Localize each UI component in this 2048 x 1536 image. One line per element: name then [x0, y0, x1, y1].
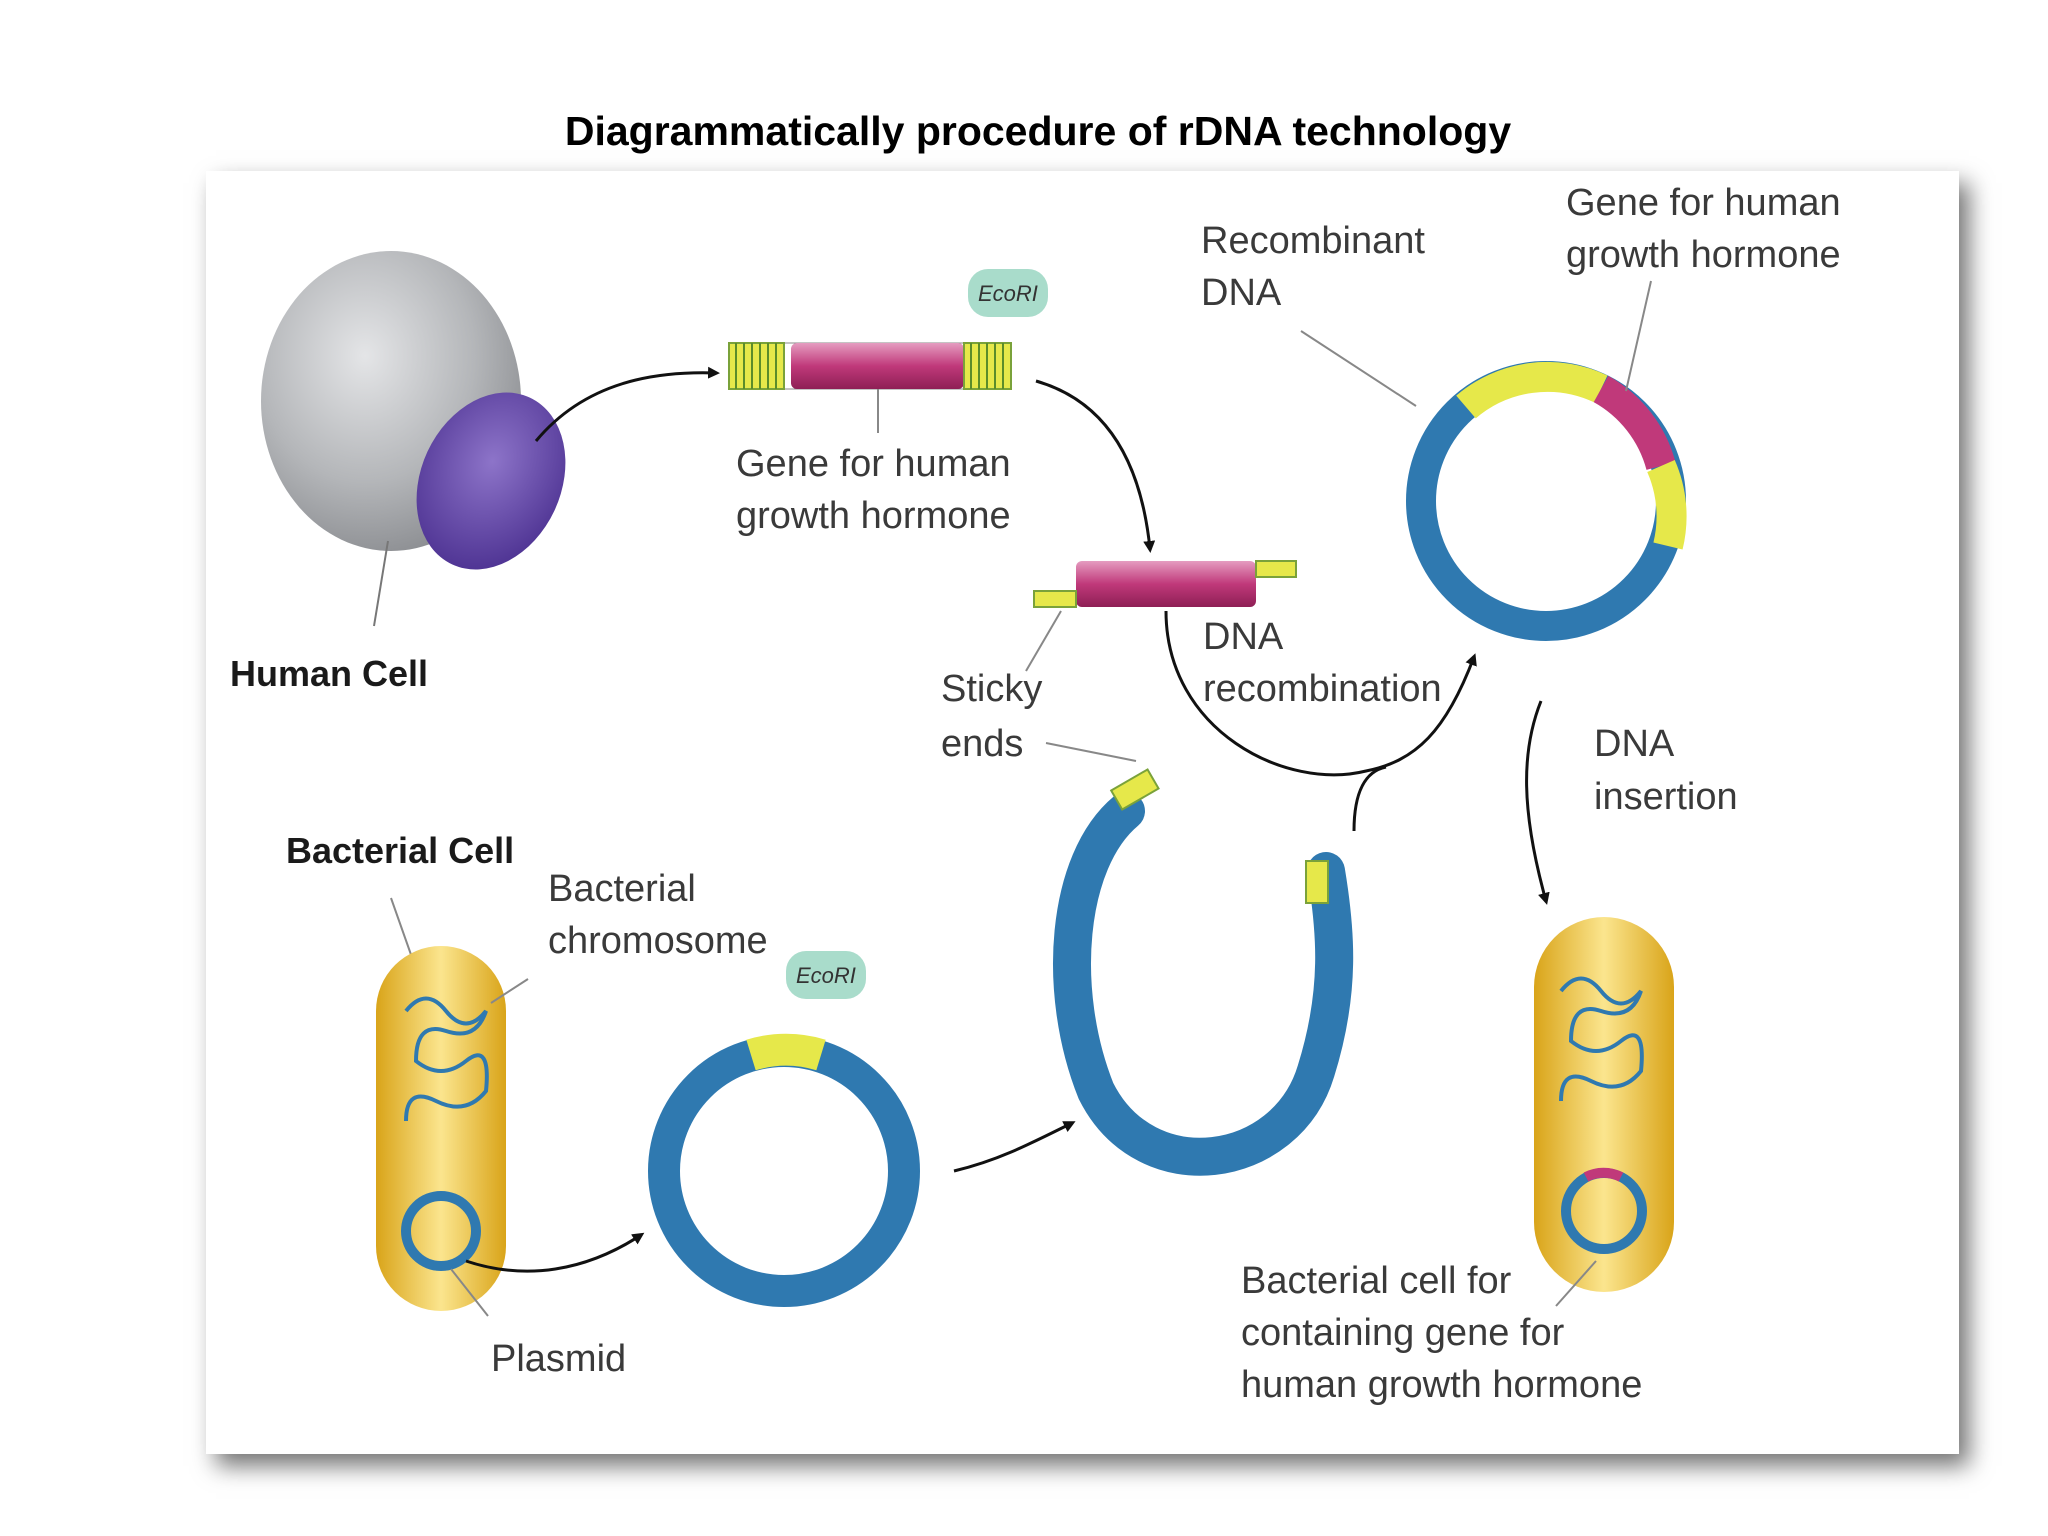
- human-cell-label: Human Cell: [230, 653, 428, 694]
- sticky-label-1: Sticky: [941, 668, 1042, 710]
- sticky-label-2: ends: [941, 723, 1023, 765]
- recombinant-gene-insert: [1593, 375, 1676, 471]
- transformed-chromosome: [1559, 976, 1644, 1102]
- dna-recombination-label-2: recombination: [1203, 668, 1442, 710]
- gene-right-pointer: [1625, 280, 1652, 392]
- opened-plasmid-sticky-2: [1305, 860, 1329, 904]
- bacterial-cell: [376, 946, 506, 1311]
- result-pointer: [1555, 1260, 1597, 1307]
- rdna-diagram-figure: Human Cell Gene for human growth hormone…: [206, 171, 1959, 1454]
- bacterial-chromosome-label-1: Bacterial: [548, 868, 696, 910]
- isolated-plasmid: [648, 1033, 920, 1307]
- ecori-badge-top-label: EcoRI: [978, 281, 1038, 306]
- bacterial-cell-label: Bacterial Cell: [286, 830, 514, 871]
- bacterial-cell-body: [376, 946, 506, 1311]
- ecori-badge-bottom-bg: [786, 951, 866, 999]
- bacterial-chromosome: [404, 996, 489, 1122]
- ecori-badge-top-bg: [968, 269, 1048, 317]
- gene-cut-segment: [1076, 561, 1256, 607]
- isolated-plasmid-ring: [648, 1035, 920, 1307]
- base-pairs: [735, 343, 1004, 389]
- human-cell: [261, 251, 566, 570]
- recombinant-label-1: Recombinant: [1201, 220, 1425, 262]
- bacterial-chromosome-pointer: [490, 978, 529, 1004]
- result-label-2: containing gene for: [1241, 1312, 1565, 1354]
- ecori-badge-bottom-label: EcoRI: [796, 963, 856, 988]
- isolated-plasmid-site: [746, 1033, 826, 1071]
- bacterial-plasmid: [401, 1191, 481, 1271]
- plasmid-label: Plasmid: [491, 1338, 626, 1380]
- result-label-3: human growth hormone: [1241, 1364, 1642, 1406]
- dna-insertion-label-1: DNA: [1594, 723, 1675, 765]
- gene-segment: [791, 343, 964, 389]
- arrow-insertion: [1525, 700, 1550, 905]
- opened-plasmid-arc: [1053, 792, 1354, 1176]
- slide-title: Diagrammatically procedure of rDNA techn…: [564, 108, 1512, 154]
- opened-plasmid: [1053, 768, 1354, 1176]
- gene-cut-sticky-right: [1255, 560, 1297, 578]
- ecori-badge-bottom: EcoRI: [786, 951, 866, 999]
- plasmid-pointer: [450, 1268, 489, 1317]
- arrow-isolate-plasmid: [465, 1232, 645, 1273]
- bacterial-chromosome-label-2: chromosome: [548, 920, 768, 962]
- dna-recombination-label-1: DNA: [1203, 616, 1284, 658]
- dna-insertion-label-2: insertion: [1594, 776, 1738, 818]
- arrow-cut-gene: [1035, 379, 1156, 553]
- human-cell-pointer: [373, 540, 389, 627]
- rdna-diagram-svg: Human Cell Gene for human growth hormone…: [230, 182, 1841, 1406]
- arrow-plasmid-join: [1352, 765, 1387, 832]
- transformed-plasmid-insert: [1583, 1167, 1624, 1182]
- human-cell-nucleus: [416, 392, 566, 570]
- arrow-extract-gene: [534, 366, 720, 442]
- gene-top-label-2: growth hormone: [736, 495, 1011, 537]
- recombinant-sticky-2: [1647, 459, 1687, 550]
- sticky-pointer-top: [1025, 610, 1062, 672]
- sticky-end-left: [728, 342, 785, 390]
- transformed-bacterium: [1534, 917, 1674, 1292]
- sticky-pointer-bottom: [1045, 742, 1137, 762]
- recombinant-label-2: DNA: [1201, 272, 1282, 314]
- result-label-1: Bacterial cell for: [1241, 1260, 1512, 1302]
- arrow-recombination: [1164, 610, 1477, 777]
- transformed-bacterium-body: [1534, 917, 1674, 1292]
- gene-top-label-1: Gene for human: [736, 443, 1011, 485]
- arrow-cut-plasmid: [953, 1121, 1076, 1173]
- recombinant-plasmid: [1406, 361, 1687, 641]
- recombinant-pointer: [1300, 330, 1417, 407]
- ecori-badge-top: EcoRI: [968, 269, 1048, 317]
- opened-plasmid-sticky-1: [1109, 768, 1160, 811]
- recombinant-sticky-1: [1456, 361, 1608, 419]
- gene-fragment-cut: [1033, 560, 1297, 608]
- gene-right-label-2: growth hormone: [1566, 234, 1841, 276]
- gene-fragment-top: [728, 342, 1012, 390]
- gene-right-label-1: Gene for human: [1566, 182, 1841, 224]
- gene-cut-sticky-left: [1033, 590, 1077, 608]
